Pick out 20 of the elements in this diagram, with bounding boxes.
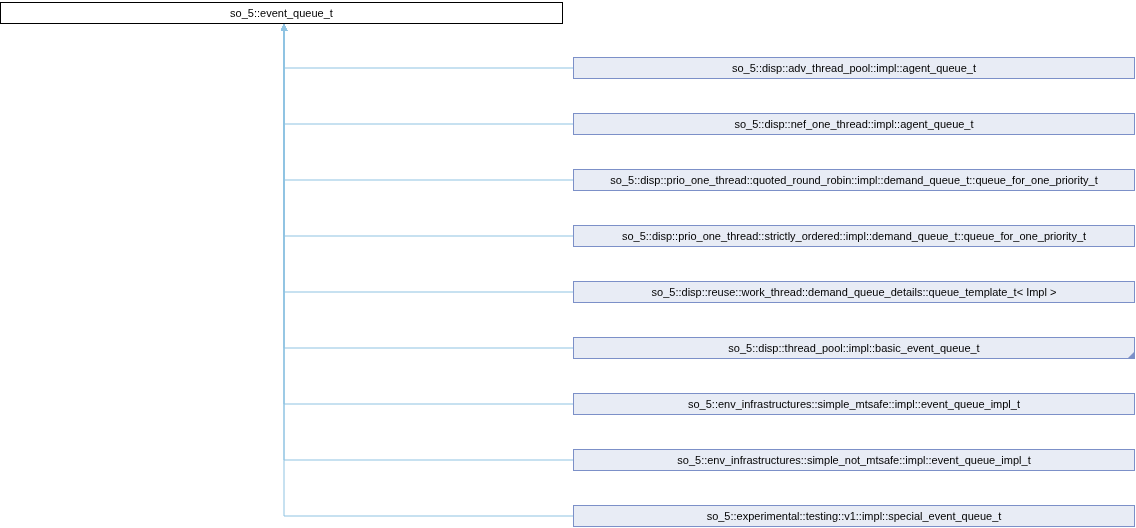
class-box <box>573 169 1135 191</box>
class-box <box>573 393 1135 415</box>
class-box <box>573 57 1135 79</box>
class-name: so_5::disp::adv_thread_pool::impl::agent_queue_t <box>732 62 976 74</box>
class-name: so_5::experimental::testing::v1::impl::special_event_queue_t <box>706 510 1002 522</box>
class-box <box>573 449 1135 471</box>
class-box <box>573 337 1135 359</box>
class-box <box>573 505 1135 527</box>
class-box <box>0 2 563 24</box>
class-name: so_5::disp::thread_pool::impl::basic_event_queue_t <box>728 342 980 354</box>
class-name: so_5::disp::prio_one_thread::strictly_ordered::impl::demand_queue_t::queue_for_one_priority_t <box>621 230 1087 242</box>
class-box <box>573 113 1135 135</box>
class-name: so_5::disp::prio_one_thread::quoted_round_robin::impl::demand_queue_t::queue_for_one_priority_t <box>610 174 1098 186</box>
class-name: so_5::disp::nef_one_thread::impl::agent_queue_t <box>734 118 974 130</box>
class-box <box>573 225 1135 247</box>
class-box <box>573 281 1135 303</box>
class-name: so_5::env_infrastructures::simple_mtsafe::impl::event_queue_impl_t <box>688 398 1020 410</box>
class-name: so_5::env_infrastructures::simple_not_mtsafe::impl::event_queue_impl_t <box>677 454 1031 466</box>
class-name: so_5::disp::reuse::work_thread::demand_queue_details::queue_template_t< Impl > <box>651 286 1057 298</box>
class-name: so_5::event_queue_t <box>230 7 333 19</box>
